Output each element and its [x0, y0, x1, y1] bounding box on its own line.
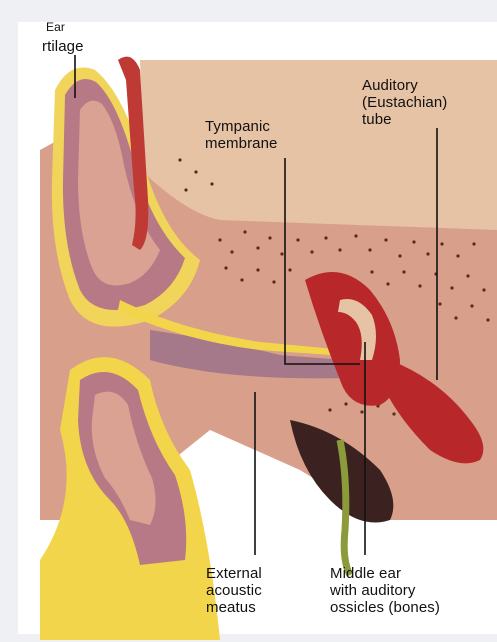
label-middle-ear: Middle ear with auditory ossicles (bones…: [330, 565, 440, 616]
label-external-meatus: External acoustic meatus: [206, 565, 262, 616]
label-auditory-tube: Auditory (Eustachian) tube: [362, 77, 447, 128]
label-cartilage-top: Ear: [46, 19, 65, 36]
label-cartilage: rtilage: [42, 38, 84, 55]
label-tympanic-membrane: Tympanic membrane: [205, 118, 278, 152]
